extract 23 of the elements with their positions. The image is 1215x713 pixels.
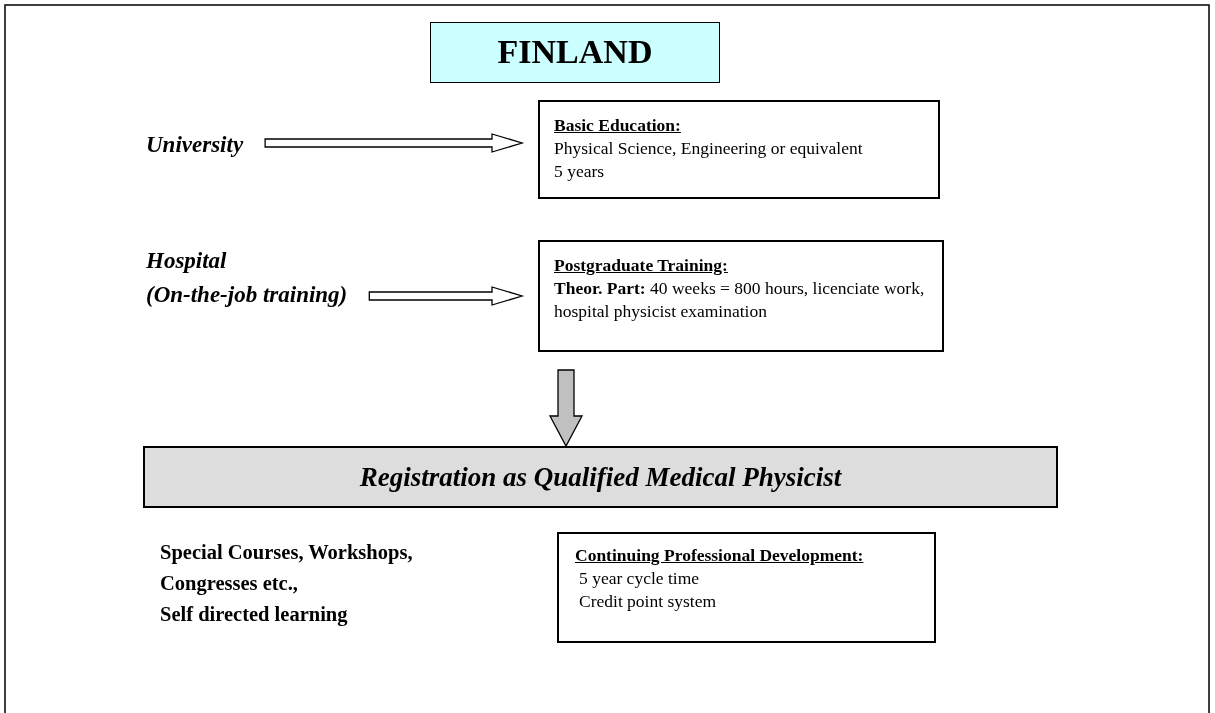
- country-title: FINLAND: [496, 32, 654, 72]
- box-heading: Continuing Professional Development:: [575, 544, 864, 567]
- note-text: Special Courses, Workshops, Congresses etc.,: [160, 540, 414, 597]
- result-band: [143, 446, 1058, 508]
- stage-label: Hospital: [146, 247, 227, 275]
- block-arrow: [368, 286, 525, 306]
- title-box: [430, 22, 720, 83]
- process-box: [538, 100, 940, 199]
- note-text: Self directed learning: [160, 602, 349, 628]
- band-title: Registration as Qualified Medical Physicist: [358, 461, 843, 494]
- block-arrow: [264, 133, 525, 153]
- box-text: Credit point system: [578, 589, 718, 613]
- box-text: Physical Science, Engineering or equivalent: [553, 136, 864, 160]
- stage-label: (On-the-job training): [146, 281, 348, 309]
- box-text: 5 year cycle time: [578, 566, 700, 590]
- box-heading: Postgraduate Training:: [554, 254, 728, 277]
- box-text: 5 years: [553, 159, 606, 183]
- box-heading: Basic Education:: [554, 114, 681, 137]
- stage-label: University: [146, 131, 244, 159]
- box-text: Theor. Part: 40 weeks = 800 hours, licenciate work, hospital physicist examination: [553, 276, 926, 323]
- process-box: [538, 240, 944, 352]
- process-box: [557, 532, 936, 643]
- block-arrow: [548, 369, 584, 448]
